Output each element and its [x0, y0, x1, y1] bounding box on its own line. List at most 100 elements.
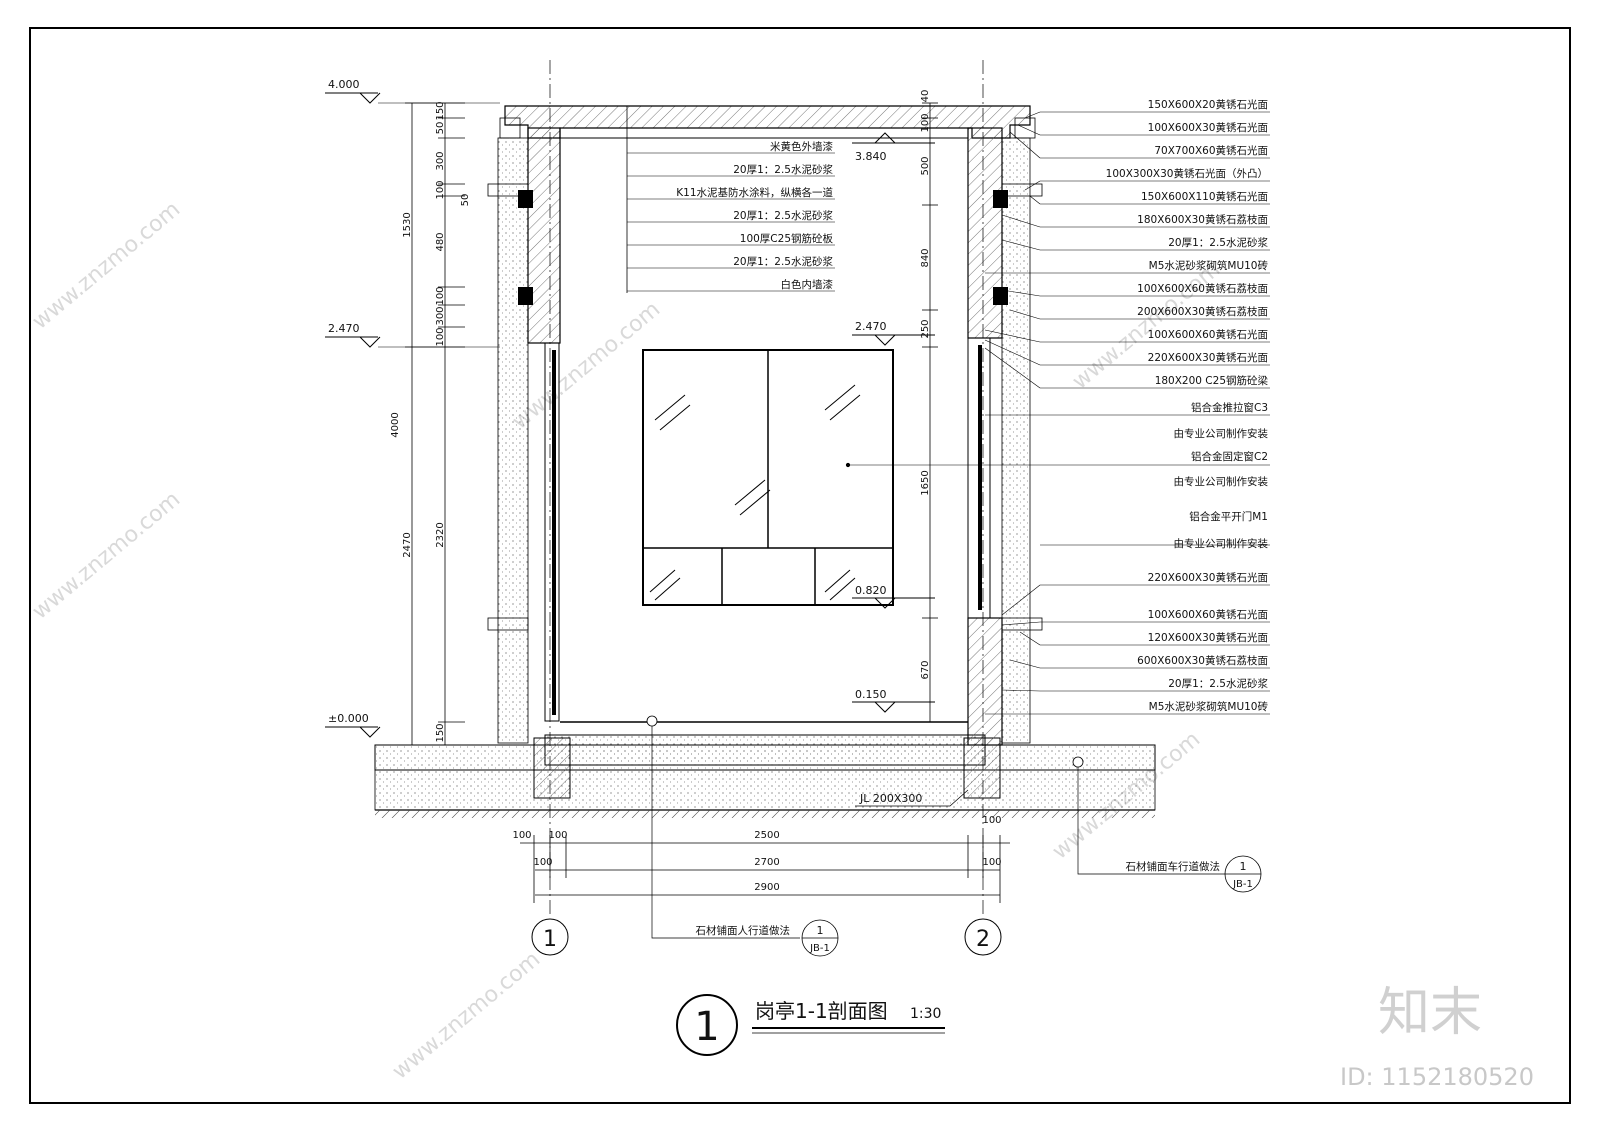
dim-right-labels: 40 100 500 840 250 1650 670 — [920, 90, 931, 680]
level-inner-top: 3.840 — [852, 132, 935, 163]
svg-text:0.150: 0.150 — [855, 688, 887, 701]
material-note: 180X600X30黄锈石荔枝面 — [1137, 213, 1268, 226]
right-note-labels: 150X600X20黄锈石光面 100X600X30黄锈石光面 70X700X6… — [1106, 98, 1269, 713]
drawing-frame — [29, 27, 1571, 1104]
svg-text:480: 480 — [435, 232, 446, 251]
svg-text:JL 200X300: JL 200X300 — [859, 792, 922, 805]
right-wall — [967, 127, 1043, 746]
detail-ref-left: 石材铺面人行道做法 1 JB-1 — [646, 715, 839, 957]
watermark: www.znzmo.com — [28, 487, 185, 625]
svg-text:2: 2 — [976, 927, 990, 952]
interior-note: 白色内墙漆 — [781, 278, 834, 291]
dim-chain-left — [405, 102, 465, 746]
material-note: 120X600X30黄锈石光面 — [1148, 631, 1268, 644]
material-note: 220X600X30黄锈石光面 — [1148, 571, 1268, 584]
axis-bubble-2: 2 — [964, 918, 1002, 956]
material-note: 20厚1：2.5水泥砂浆 — [1168, 677, 1268, 690]
roof-slab — [499, 105, 1036, 139]
drawing-title-block: 1 岗亭1-1剖面图 1:30 — [676, 994, 945, 1056]
svg-text:1: 1 — [1240, 860, 1247, 873]
beam-label: JL 200X300 — [855, 789, 969, 807]
material-note: 铝合金平开门M1 — [1189, 510, 1268, 523]
interior-notes: 米黄色外墙漆 20厚1：2.5水泥砂浆 K11水泥基防水涂料，纵横各一道 20厚… — [626, 106, 835, 293]
material-note: 铝合金固定窗C2 — [1191, 450, 1268, 463]
interior-note: K11水泥基防水涂料，纵横各一道 — [676, 186, 833, 199]
interior-note: 米黄色外墙漆 — [770, 140, 833, 153]
level-marker-ground: ±0.000 — [325, 712, 381, 738]
foundation-beam — [533, 737, 1001, 799]
svg-text:50: 50 — [460, 194, 471, 207]
svg-text:150: 150 — [435, 101, 446, 120]
material-note: 100X300X30黄锈石光面（外凸） — [1106, 167, 1268, 180]
axis-bubble-1: 1 — [531, 918, 569, 956]
svg-text:100: 100 — [920, 113, 931, 132]
svg-text:100: 100 — [982, 815, 1001, 826]
brand-logo: 知末 — [1378, 983, 1482, 1043]
svg-text:250: 250 — [920, 319, 931, 338]
drawing-title: 岗亭1-1剖面图 — [755, 999, 888, 1023]
detail-ref-right: 石材铺面车行道做法 1 JB-1 — [1072, 756, 1262, 893]
material-note: 由专业公司制作安装 — [1174, 427, 1269, 440]
watermark: www.znzmo.com — [1068, 257, 1225, 395]
svg-text:4.000: 4.000 — [328, 78, 360, 91]
watermark: www.znzmo.com — [388, 947, 545, 1085]
svg-text:石材铺面车行道做法: 石材铺面车行道做法 — [1126, 860, 1221, 873]
svg-text:670: 670 — [920, 660, 931, 679]
svg-text:100: 100 — [435, 327, 446, 346]
drawing-scale: 1:30 — [910, 1006, 941, 1022]
svg-text:100: 100 — [435, 286, 446, 305]
material-note: 150X600X110黄锈石光面 — [1141, 190, 1268, 203]
interior-note: 20厚1：2.5水泥砂浆 — [733, 163, 833, 176]
svg-text:3.840: 3.840 — [855, 150, 887, 163]
svg-text:100: 100 — [548, 830, 567, 841]
watermark: www.znzmo.com — [28, 197, 185, 335]
svg-text:50: 50 — [435, 122, 446, 135]
material-note: 600X600X30黄锈石荔枝面 — [1137, 654, 1268, 667]
material-note: 100X600X30黄锈石光面 — [1148, 121, 1268, 134]
watermark-layer: www.znzmo.com www.znzmo.com www.znzmo.co… — [28, 197, 1225, 1085]
material-note: 200X600X30黄锈石荔枝面 — [1137, 305, 1268, 318]
material-note: 220X600X30黄锈石光面 — [1148, 351, 1268, 364]
window-elevation — [642, 349, 894, 606]
material-note: 100X600X60黄锈石光面 — [1148, 328, 1268, 341]
material-note: M5水泥砂浆砌筑MU10砖 — [1149, 700, 1269, 713]
image-id: ID: 1152180520 — [1340, 1063, 1534, 1091]
svg-text:100: 100 — [533, 857, 552, 868]
dim-bottom-labels: 100 100 2500 100 100 2700 100 2900 — [512, 815, 1001, 893]
svg-text:1: 1 — [543, 927, 557, 952]
svg-text:JB-1: JB-1 — [809, 943, 830, 954]
brand-watermark: 知末 ID: 1152180520 — [1340, 983, 1534, 1091]
svg-text:2470: 2470 — [402, 532, 413, 557]
svg-text:4000: 4000 — [390, 412, 401, 437]
material-note: 180X200 C25钢筋砼梁 — [1155, 374, 1269, 387]
svg-text:100: 100 — [982, 857, 1001, 868]
level-inner-mid: 2.470 — [852, 320, 935, 346]
material-note: 20厚1：2.5水泥砂浆 — [1168, 236, 1268, 249]
svg-text:1530: 1530 — [402, 212, 413, 237]
interior-note: 100厚C25钢筋砼板 — [740, 232, 834, 245]
right-notes — [845, 111, 1270, 715]
dim-left-outer-labels: 1530 4000 2470 — [390, 212, 413, 557]
level-inner-sill: 0.820 — [852, 584, 935, 609]
level-marker-mid: 2.470 — [325, 322, 500, 348]
material-note: 100X600X60黄锈石荔枝面 — [1137, 282, 1268, 295]
material-note: 铝合金推拉窗C3 — [1191, 401, 1268, 414]
level-inner-floor: 0.150 — [852, 688, 935, 713]
drawing-number: 1 — [694, 1004, 719, 1050]
interior-note: 20厚1：2.5水泥砂浆 — [733, 209, 833, 222]
interior-note: 20厚1：2.5水泥砂浆 — [733, 255, 833, 268]
material-note: 70X700X60黄锈石光面 — [1154, 144, 1268, 157]
svg-text:石材铺面人行道做法: 石材铺面人行道做法 — [696, 924, 791, 937]
level-marker-top: 4.000 — [325, 78, 500, 104]
material-note: 100X600X60黄锈石光面 — [1148, 608, 1268, 621]
svg-text:±0.000: ±0.000 — [328, 712, 369, 725]
svg-text:2500: 2500 — [754, 830, 779, 841]
dim-chain-right — [922, 102, 938, 723]
svg-text:2.470: 2.470 — [328, 322, 360, 335]
svg-text:300: 300 — [435, 306, 446, 325]
material-note: 由专业公司制作安装 — [1174, 537, 1269, 550]
svg-text:300: 300 — [435, 151, 446, 170]
svg-text:JB-1: JB-1 — [1232, 879, 1253, 890]
svg-text:2.470: 2.470 — [855, 320, 887, 333]
